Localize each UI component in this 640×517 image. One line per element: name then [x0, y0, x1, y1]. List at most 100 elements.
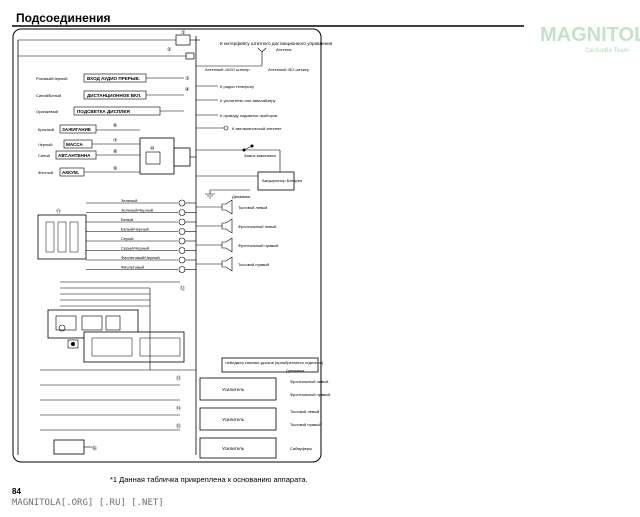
label-speakers: Динамики: [232, 194, 250, 199]
amp-box-2: Усилитель Сабвуферы: [199, 437, 312, 459]
label-radio-phone: К радио телефону: [220, 84, 254, 89]
remote-box: ⑯: [53, 439, 97, 455]
connector-icon: [178, 218, 186, 226]
svg-text:МАССА: МАССА: [66, 142, 84, 147]
svg-text:АВТ.АНТЕННА: АВТ.АНТЕННА: [58, 153, 91, 158]
svg-text:АККУМ.: АККУМ.: [62, 170, 79, 175]
svg-text:⑭: ⑭: [176, 405, 181, 412]
watermark-sub: CarAudio Team: [585, 48, 629, 54]
amp-box-1: Усилитель Тыловой левый Тыловой правый: [199, 407, 321, 431]
label-antenna: Антенна: [276, 47, 292, 52]
svg-text:Фронтальный левый: Фронтальный левый: [290, 379, 328, 384]
connector-icon: [178, 256, 186, 264]
label-steering: К интерфейсу штатного дистанционного упр…: [220, 40, 333, 46]
watermark-brand: MAGNITOLA: [540, 24, 640, 46]
label-antenna-iso: Антенный ISO штекер: [268, 67, 310, 72]
svg-text:⑩: ⑩: [150, 146, 155, 152]
speaker-label: Тыловой правый: [238, 262, 269, 267]
speaker-wire-label: Зеленый/Черный: [121, 207, 153, 212]
rca-lines: ⑫ ⑬ ⑭ ⑮: [40, 281, 196, 431]
svg-text:Желтый: Желтый: [38, 170, 53, 175]
svg-text:⑥: ⑥: [113, 123, 118, 129]
svg-text:Красный: Красный: [38, 127, 54, 132]
speaker-label: Тыловой левый: [238, 205, 267, 210]
wire-row-3: Красный ЗАЖИГАНИЕ ⑥: [38, 123, 140, 134]
svg-text:⑮: ⑮: [176, 423, 181, 430]
steering-connector: ① К интерфейсу штатного дистанционного у…: [18, 30, 333, 46]
svg-text:⑧: ⑧: [113, 149, 118, 155]
svg-text:Розовый/Черный: Розовый/Черный: [36, 76, 67, 81]
head-unit-back: [47, 309, 185, 363]
svg-text:⑪: ⑪: [56, 208, 61, 215]
diagram-frame: [12, 28, 322, 463]
antenna-section: ② Антенна Антенный JASO штекер Антенный …: [18, 47, 310, 72]
svg-text:⑦: ⑦: [113, 138, 118, 144]
svg-text:⑫: ⑫: [180, 285, 185, 292]
label-right-speakers: Динамики: [286, 368, 304, 373]
label-amp-eq: К усилителю или эквалайзеру: [220, 98, 276, 103]
page-title: Подсоединения: [16, 11, 110, 25]
label-auto-antenna: К автоматической антенне: [232, 126, 282, 131]
svg-text:Сабвуферы: Сабвуферы: [290, 446, 312, 451]
wire-row-4: Черный МАССА ⑦: [38, 138, 140, 149]
svg-text:ВХОД АУДИО ПРЕРЫВ.: ВХОД АУДИО ПРЕРЫВ.: [87, 76, 140, 81]
connector-icon: [178, 247, 186, 254]
connector-icon: [178, 266, 186, 273]
svg-text:⑬: ⑬: [176, 375, 181, 382]
svg-text:Фронтальный правый: Фронтальный правый: [290, 392, 330, 397]
wire-row-5: Синий АВТ.АНТЕННА ⑧: [38, 149, 140, 160]
speaker-harness: ⑪: [37, 208, 87, 260]
amp-box-0: Усилитель Фронтальный левый Фронтальный …: [199, 377, 330, 401]
battery-icon: [257, 171, 295, 191]
ground-icon: [205, 193, 215, 199]
speaker-icon: [221, 256, 233, 272]
ignition-battery: Замок зажигания Аккумулятор Батарея: [196, 144, 302, 199]
svg-text:ЗАЖИГАНИЕ: ЗАЖИГАНИЕ: [62, 127, 91, 132]
wire-row-0: Розовый/Черный ВХОД АУДИО ПРЕРЫВ. ③: [36, 73, 190, 83]
svg-text:Усилитель: Усилитель: [222, 446, 245, 451]
watermark-logo: MAGNITOLA CarAudio Team: [540, 24, 640, 54]
svg-text:③: ③: [185, 76, 190, 82]
connector-icon: [178, 228, 186, 235]
speaker-wire-label: Фиолетовый/Черный: [121, 255, 160, 260]
speaker-wire-label: Зеленый: [121, 198, 137, 203]
watermark-url: MAGNITOLA[.ORG] [.RU] [.NET]: [12, 498, 164, 508]
svg-text:Тыловой правый: Тыловой правый: [290, 422, 321, 427]
connector-icon: [178, 237, 186, 245]
svg-text:Синий: Синий: [38, 153, 50, 158]
svg-text:Синий/Белый: Синий/Белый: [36, 93, 61, 98]
footnote: *1 Данная табличка прикреплена к основан…: [110, 475, 308, 484]
speaker-wire-list: ЗеленыйЗеленый/ЧерныйБелыйБелый/ЧерныйСе…: [86, 198, 196, 273]
label-antenna-jaso: Антенный JASO штекер: [205, 67, 250, 72]
svg-text:ДИСТАНЦИОННОЕ ВКЛ.: ДИСТАНЦИОННОЕ ВКЛ.: [87, 93, 141, 98]
label-ignition: Замок зажигания: [244, 153, 276, 158]
connector-icon: [178, 209, 186, 216]
svg-text:①: ①: [181, 30, 186, 36]
svg-text:②: ②: [167, 47, 172, 53]
svg-text:Усилитель: Усилитель: [222, 387, 245, 392]
speaker-icon: [221, 199, 233, 215]
antenna-icon: [257, 47, 267, 53]
wire-row-6: Желтый АККУМ. ⑨: [38, 166, 140, 177]
speaker-icon: [221, 218, 233, 234]
speaker-wire-label: Белый/Черный: [121, 226, 149, 231]
svg-text:④: ④: [185, 87, 190, 93]
label-battery: Аккумулятор Батарея: [262, 178, 302, 183]
wire-row-1: Синий/Белый ДИСТАНЦИОННОЕ ВКЛ. ④ К радио…: [36, 84, 276, 103]
svg-text:Черный: Черный: [38, 142, 52, 147]
label-dimmer: К проводу подсветки приборов: [220, 113, 277, 118]
svg-text:ПОДСВЕТКА ДИСПЛЕЯ: ПОДСВЕТКА ДИСПЛЕЯ: [77, 109, 130, 114]
speaker-label: Фронтальный правый: [238, 243, 278, 248]
power-connector: ⑩: [139, 137, 196, 175]
speaker-label: Фронтальный левый: [238, 224, 276, 229]
speaker-wire-label: Серый: [121, 236, 133, 241]
speaker-wire-label: Белый: [121, 217, 133, 222]
svg-text:⑯: ⑯: [92, 445, 97, 452]
svg-text:Тыловой левый: Тыловой левый: [290, 409, 319, 414]
speaker-wire-label: Серый/Черный: [121, 245, 149, 250]
wire-row-2: Оранжевый ПОДСВЕТКА ДИСПЛЕЯ К проводу по…: [36, 106, 282, 131]
speaker-wire-label: Фиолетовый: [121, 264, 144, 269]
